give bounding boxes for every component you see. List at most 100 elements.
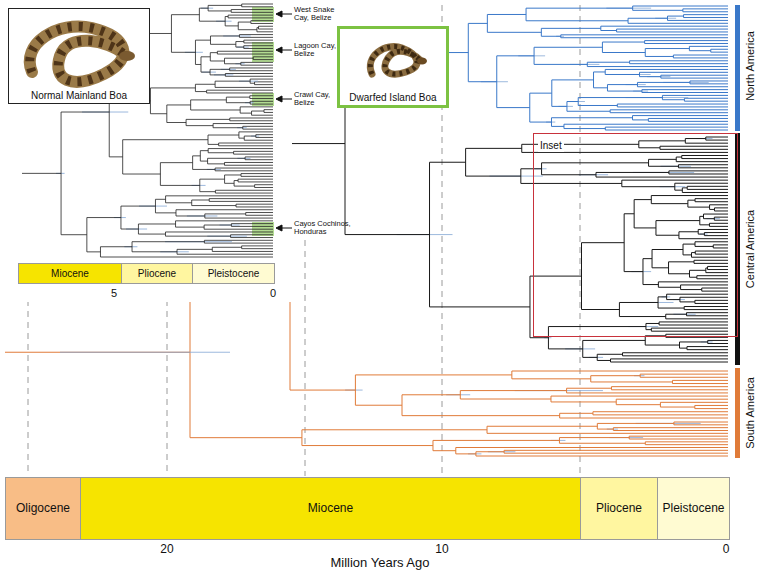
tree-branch <box>564 128 605 129</box>
tree-branch <box>231 234 273 235</box>
tree-branch <box>687 315 728 316</box>
tree-branch <box>622 186 675 187</box>
epoch-band: Pliocene <box>580 477 658 540</box>
tree-branch <box>256 134 273 135</box>
tree-branch <box>674 422 728 423</box>
tree-branch <box>460 399 551 400</box>
tree-branch <box>594 87 608 88</box>
tree-branch <box>208 135 239 136</box>
tree-branch <box>714 220 728 221</box>
tree-branch <box>640 377 728 378</box>
tree-branch <box>205 218 273 219</box>
tree-branch <box>679 238 728 239</box>
tree-branch <box>208 152 233 153</box>
tree-branch <box>616 404 660 405</box>
tree-branch <box>60 352 230 353</box>
tree-branch <box>602 52 645 53</box>
tree-branch <box>234 186 254 187</box>
tree-branch <box>512 378 591 379</box>
tree-branch <box>684 309 728 310</box>
tree-branch <box>200 150 208 151</box>
tree-branch <box>302 445 433 446</box>
tree-branch <box>702 288 728 289</box>
tree-branch <box>648 121 728 122</box>
tree-branch <box>231 223 273 224</box>
tree-branch <box>695 408 728 409</box>
tree-branch <box>234 180 238 181</box>
tree-branch <box>246 212 273 213</box>
tree-branch <box>605 127 728 128</box>
tree-branch <box>591 375 640 376</box>
tree-branch <box>225 76 273 77</box>
tree-branch <box>685 138 705 139</box>
tree-branch <box>713 244 728 245</box>
tree-branch <box>497 107 530 108</box>
tree-branch <box>622 180 728 181</box>
epoch-name: Pliocene <box>138 268 176 280</box>
tree-branch <box>236 41 244 42</box>
tree-branch <box>704 214 728 215</box>
tree-branch <box>138 223 175 224</box>
tree-branch <box>684 17 728 18</box>
tree-branch <box>224 162 273 163</box>
tree-branch <box>186 119 230 120</box>
tree-branch <box>695 251 728 252</box>
tree-branch <box>155 212 176 213</box>
tree-branch <box>702 291 728 292</box>
tree-branch <box>123 174 161 175</box>
tree-branch <box>526 20 628 21</box>
tree-branch <box>597 429 613 430</box>
tree-branch <box>682 187 687 188</box>
tree-branch <box>504 450 728 451</box>
tree-branch <box>201 56 210 57</box>
tree-branch <box>456 447 728 448</box>
tree-branch <box>200 179 225 180</box>
tree-branch <box>582 242 625 243</box>
tree-branch <box>683 254 691 255</box>
tree-branch <box>242 245 273 246</box>
tree-branch <box>238 181 273 182</box>
tree-branch <box>708 266 728 267</box>
axis-tick: 0 <box>258 287 288 299</box>
tree-branch <box>645 345 679 346</box>
tree-branch <box>552 106 567 107</box>
tree-branch <box>226 97 249 98</box>
tree-branch <box>666 314 687 315</box>
axis-tick: 5 <box>99 287 129 299</box>
tree-branch <box>219 143 273 144</box>
tree-branch <box>551 117 632 118</box>
tree-branch <box>237 47 249 48</box>
tree-branch <box>687 349 728 350</box>
tree-branch <box>530 337 548 338</box>
tree-branch <box>199 21 225 22</box>
tree-branch <box>681 284 728 285</box>
tree-branch <box>121 206 156 207</box>
tree-branch <box>583 357 597 358</box>
tree-branch <box>468 81 496 82</box>
epoch-name: Pleistocene <box>208 268 260 280</box>
tree-branch <box>694 263 728 264</box>
tree-branch <box>87 251 101 252</box>
tree-branch <box>681 289 702 290</box>
tree-branch <box>624 213 634 214</box>
tree-branch <box>202 72 216 73</box>
tree-branch <box>61 112 109 113</box>
tree-branch <box>706 140 728 141</box>
tree-branch <box>645 56 673 57</box>
tree-branch <box>642 92 728 93</box>
tree-branch <box>633 119 649 120</box>
tree-branch <box>530 93 552 94</box>
tree-branch <box>567 392 728 393</box>
tree-branch <box>587 66 728 67</box>
tree-branch <box>704 235 728 236</box>
tree-branch <box>250 79 273 80</box>
tree-branch <box>241 62 273 63</box>
tree-branch <box>123 139 208 140</box>
tree-branch <box>682 192 728 193</box>
tree-branch <box>688 207 710 208</box>
tree-branch <box>714 217 728 218</box>
tree-branch <box>241 65 273 66</box>
tree-branch <box>239 131 273 132</box>
tree-branch <box>210 69 230 70</box>
tree-branch <box>251 20 273 21</box>
